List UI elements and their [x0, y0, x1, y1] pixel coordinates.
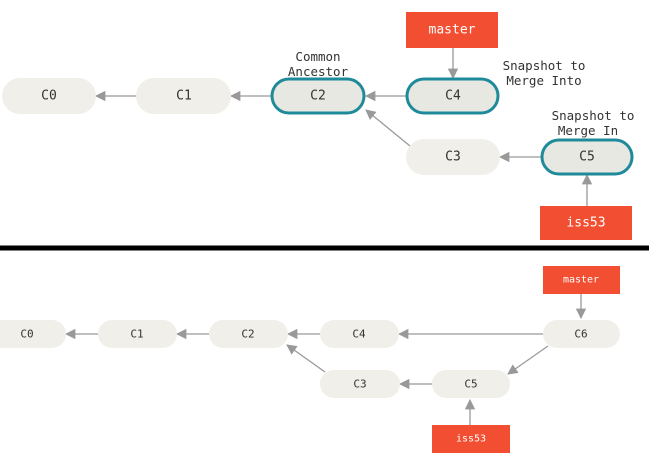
- branch-master-label: master: [429, 23, 476, 38]
- commit-c5: C5: [540, 138, 634, 176]
- commit-c3: C3: [406, 139, 500, 175]
- commit-c4-after: C4: [320, 320, 399, 348]
- commit-c1-label: C1: [176, 89, 192, 104]
- commit-c6-after-label: C6: [574, 328, 587, 341]
- edge-c6-c5-after: [507, 345, 549, 375]
- commit-c2: C2: [270, 77, 366, 115]
- commit-c0: C0: [2, 78, 96, 114]
- branch-iss53-after-label: iss53: [456, 434, 486, 445]
- commit-c4-after-label: C4: [352, 328, 366, 341]
- branch-master: master: [406, 12, 498, 48]
- commit-c6-after: C6: [543, 320, 620, 348]
- annotation-snapshot-into-line1: Snapshot to: [503, 58, 586, 73]
- annotation-snapshot-in-line1: Snapshot to: [552, 108, 635, 123]
- commit-c3-label: C3: [445, 150, 461, 165]
- commit-c4: C4: [405, 77, 500, 115]
- annotation-snapshot-into-line2: Merge Into: [506, 73, 581, 88]
- commit-c2-after-label: C2: [241, 328, 254, 341]
- commit-c0-label: C0: [41, 89, 57, 104]
- branch-iss53: iss53: [540, 206, 632, 240]
- diagram-after-merge: C0 C1 C2 C4 C6 C3 C5 master: [0, 266, 620, 453]
- annotation-snapshot-in-line2: Merge In: [558, 123, 618, 138]
- commit-c1-after-label: C1: [130, 328, 143, 341]
- commit-c5-after: C5: [432, 370, 510, 398]
- commit-c3-after: C3: [320, 370, 400, 398]
- commit-c0-after-label: C0: [20, 328, 33, 341]
- branch-master-after: master: [543, 266, 620, 294]
- edge-c3-c2-after: [286, 344, 326, 373]
- commit-c3-after-label: C3: [353, 378, 366, 391]
- commit-c4-label: C4: [445, 89, 461, 104]
- commit-c2-after: C2: [209, 320, 288, 348]
- branch-master-after-label: master: [563, 275, 599, 286]
- commit-c1-after: C1: [98, 320, 177, 348]
- commit-c5-after-label: C5: [464, 378, 477, 391]
- annotation-common-ancestor-line1: Common: [295, 49, 340, 64]
- commit-c0-after: C0: [0, 320, 66, 348]
- branch-iss53-after: iss53: [432, 425, 510, 453]
- commit-c1: C1: [136, 78, 231, 114]
- edge-c3-c2: [365, 109, 411, 147]
- branch-iss53-label: iss53: [566, 216, 605, 231]
- diagram-before-merge: C0 C1 C2 C4 C3 C5 master iss53: [2, 12, 634, 240]
- commit-c2-label: C2: [310, 89, 326, 104]
- commit-c5-label: C5: [579, 150, 595, 165]
- annotation-common-ancestor-line2: Ancestor: [288, 64, 349, 79]
